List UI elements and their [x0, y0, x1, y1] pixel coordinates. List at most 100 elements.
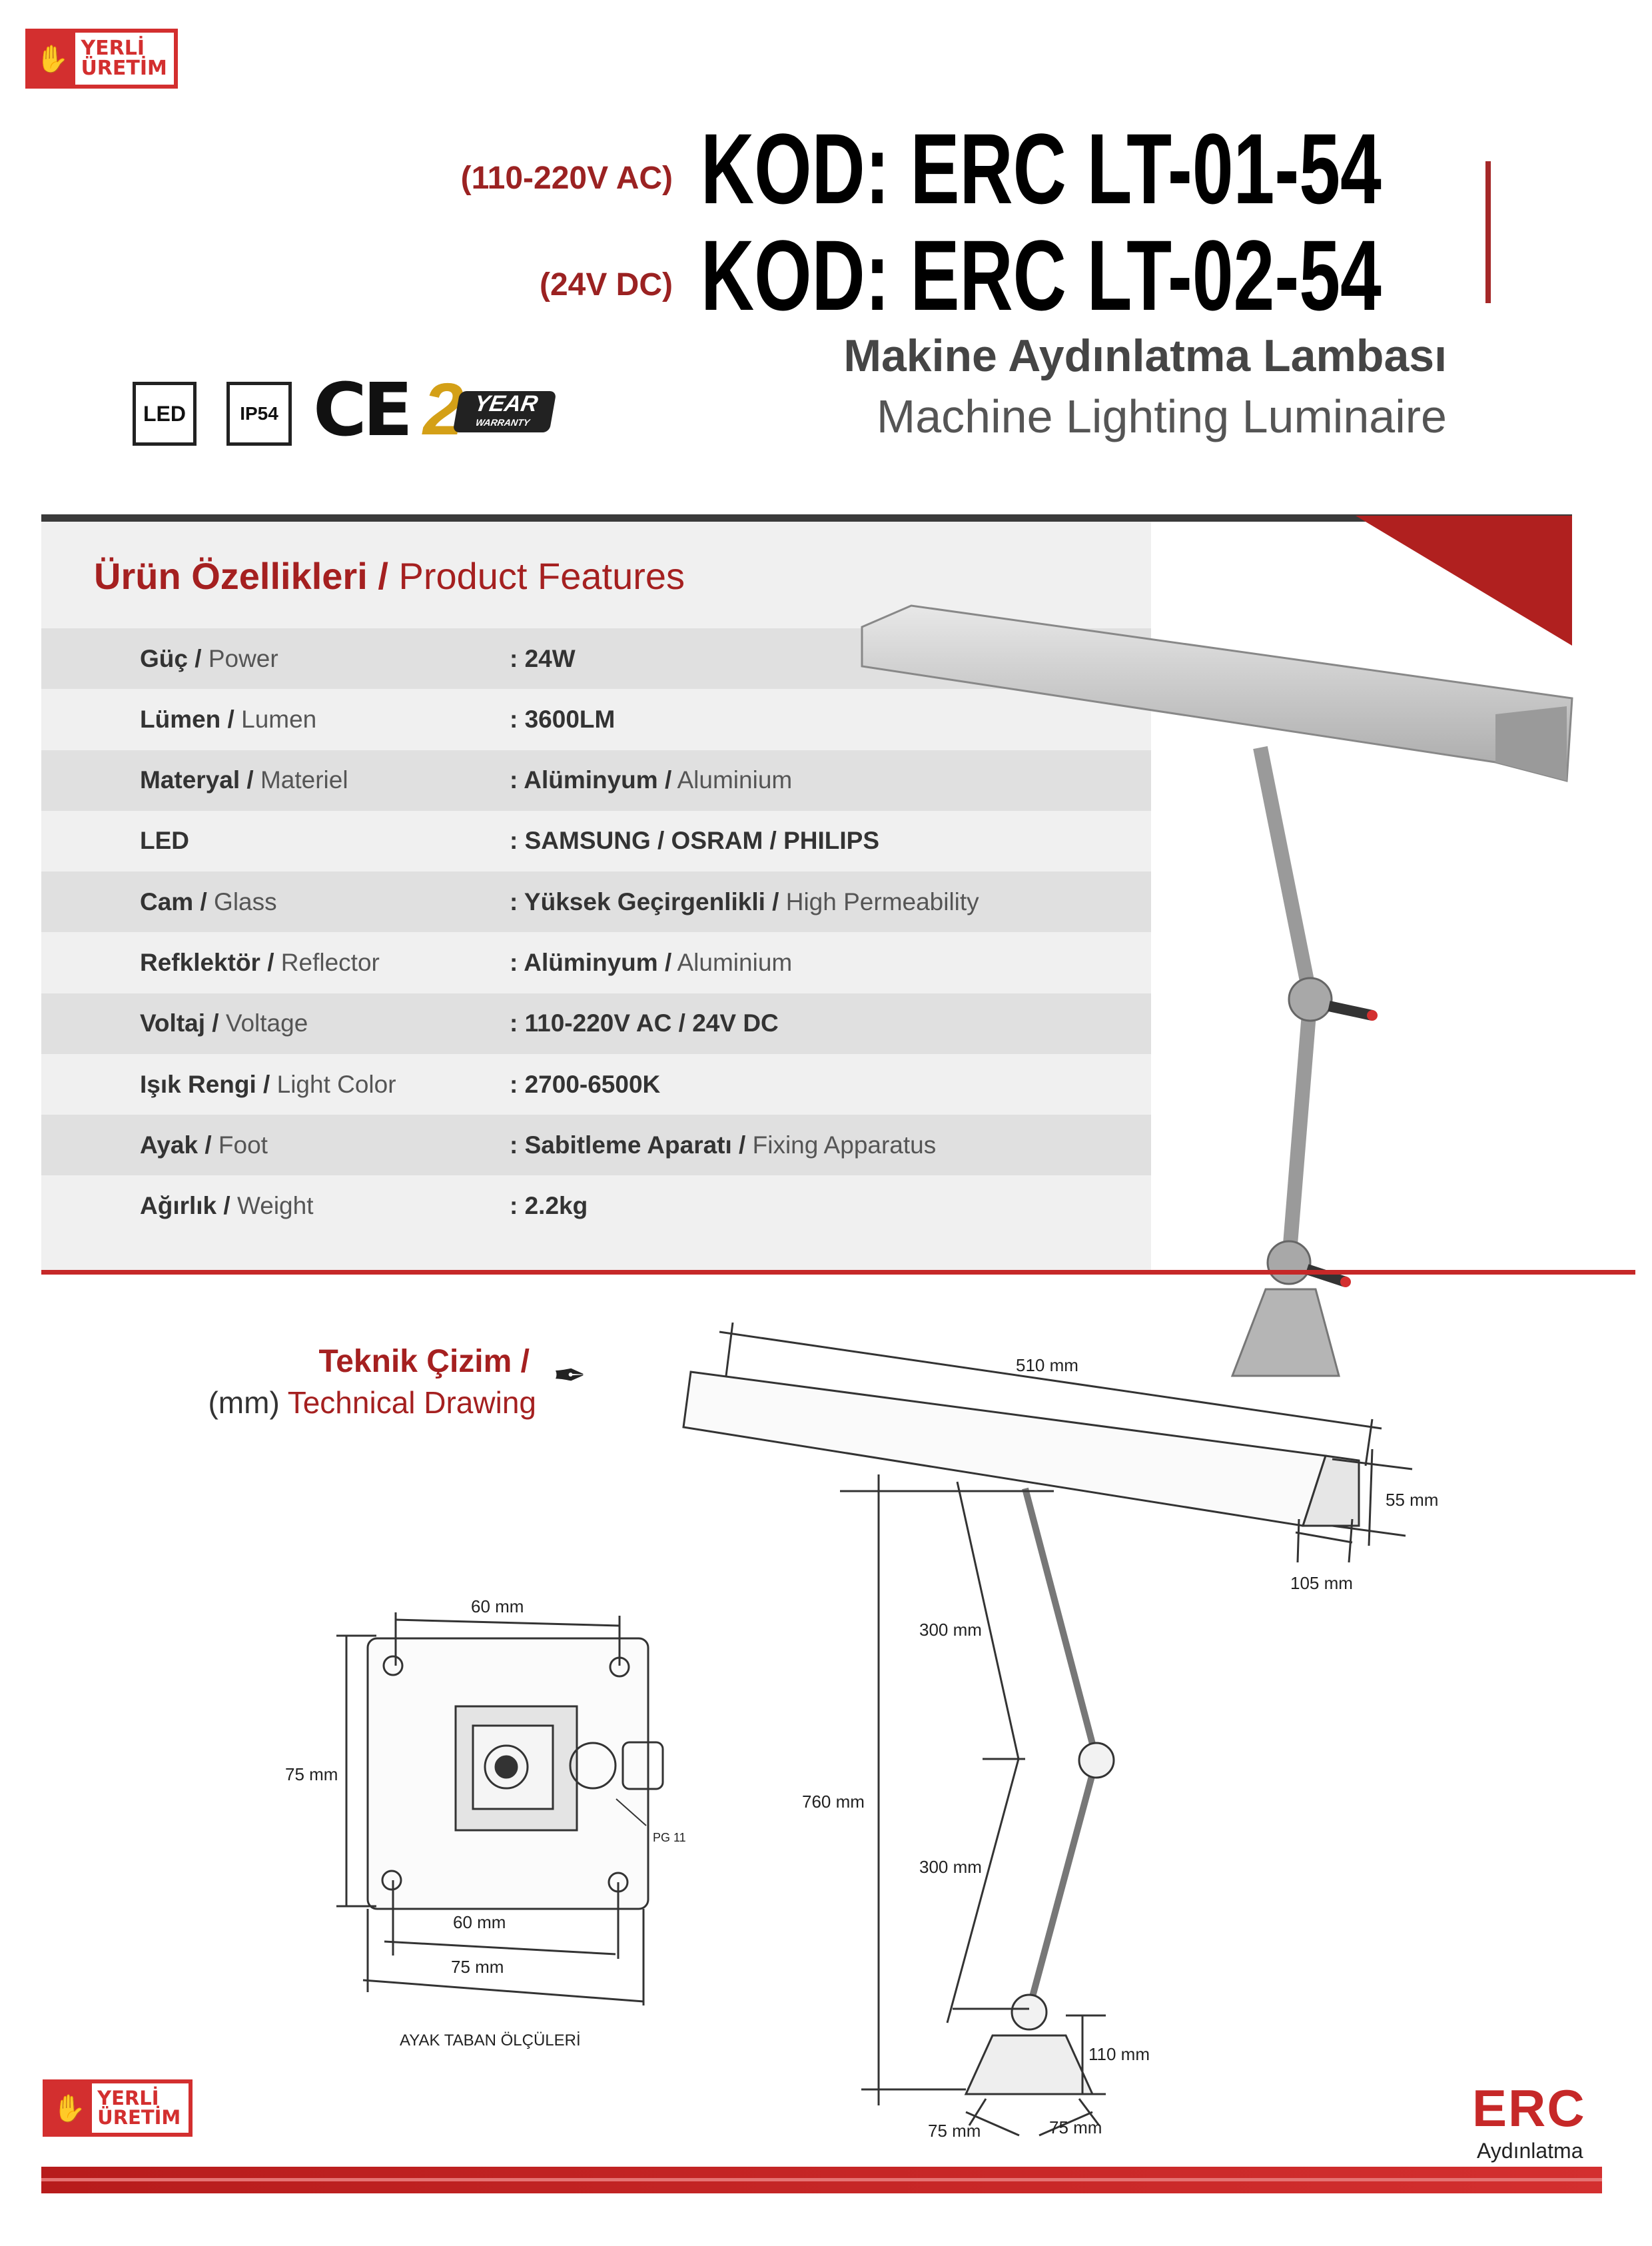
feature-value-tr: : Sabitleme Aparatı / [510, 1131, 746, 1159]
drawing-title-en: (mm) Technical Drawing [208, 1387, 536, 1418]
lamp-base [1230, 1288, 1340, 1377]
feature-label: Cam / Glass [140, 888, 277, 916]
section-bottom-border [41, 1270, 1635, 1275]
feature-value-tr: : Alüminyum / [510, 949, 672, 976]
dim-arm-upper: 300 mm [919, 1620, 982, 1640]
pen-nib-icon: ✒ [553, 1353, 587, 1398]
dim-base-height: 110 mm [1088, 2044, 1150, 2064]
feature-value: : 2700-6500K [510, 1071, 660, 1099]
plate-dim-left: 75 mm [285, 1764, 338, 1784]
plate-gland: PG 11 [653, 1831, 686, 1844]
features-title-tr: Ürün Özellikleri / [94, 555, 388, 597]
feature-value: : 3600LM [510, 706, 615, 734]
logo-line2: ÜRETİM [97, 2106, 181, 2129]
feature-label-tr: Güç / [140, 644, 202, 672]
dim-total-height: 760 mm [802, 1792, 865, 1812]
feature-value: : 110-220V AC / 24V DC [510, 1009, 779, 1037]
ce-mark: CE [313, 367, 413, 452]
yerli-uretim-logo-bottom: ✋ YERLİ ÜRETİM [43, 2079, 193, 2137]
feature-label-en: Materiel [260, 766, 348, 794]
feature-row: LED : SAMSUNG / OSRAM / PHILIPS [41, 811, 1151, 871]
title-tr: Makine Aydınlatma Lambası [843, 330, 1447, 381]
erc-brand: ERC [1472, 2079, 1586, 2137]
feature-value: : Alüminyum / Aluminium [510, 766, 792, 794]
red-corner-triangle [1356, 516, 1572, 646]
drawing-title-en-text: Technical Drawing [287, 1385, 536, 1420]
feature-label-en: Light Color [276, 1070, 396, 1098]
led-badge: LED [133, 382, 197, 446]
handshake-icon: ✋ [47, 2083, 93, 2133]
feature-value-en: Fixing Apparatus [752, 1131, 937, 1159]
lamp-joint [1288, 977, 1333, 1022]
feature-label: Voltaj / Voltage [140, 1009, 308, 1037]
feature-value-tr: : 2.2kg [510, 1192, 588, 1220]
feature-value-en: High Permeability [785, 887, 979, 915]
feature-value-tr: : Yüksek Geçirgenlikli / [510, 887, 779, 915]
feature-row: Ağırlık / Weight : 2.2kg [41, 1176, 1151, 1237]
features-decor [1356, 516, 1572, 646]
footer-bar [41, 2167, 1602, 2193]
feature-label-en: Glass [214, 887, 277, 915]
features-title: Ürün Özellikleri / Product Features [94, 554, 685, 598]
feature-row: Lümen / Lumen : 3600LM [41, 689, 1151, 750]
logo-line2: ÜRETİM [81, 57, 167, 80]
section-top-border [41, 514, 1572, 522]
feature-row: Refklektör / Reflector : Alüminyum / Alum… [41, 933, 1151, 993]
warranty-badge: 2 YEAR WARRANTY [423, 373, 557, 450]
features-title-en: Product Features [398, 555, 685, 597]
drawing-base [964, 2034, 1094, 2095]
feature-label-tr: Refklektör / [140, 949, 274, 976]
yerli-uretim-logo: ✋ YERLİ ÜRETİM [25, 29, 178, 89]
plate-dim-bottom-inner: 60 mm [453, 1912, 506, 1932]
product-code-2: KOD: ERC LT-02-54 [701, 219, 1382, 331]
ip54-badge: IP54 [226, 382, 292, 446]
dim-length: 510 mm [1016, 1355, 1078, 1375]
feature-value: : SAMSUNG / OSRAM / PHILIPS [510, 827, 879, 855]
feature-label-tr: Voltaj / [140, 1009, 219, 1037]
feature-value-tr: : 3600LM [510, 705, 616, 733]
feature-label: Işık Rengi / Light Color [140, 1071, 396, 1099]
feature-value: : Alüminyum / Aluminium [510, 949, 792, 977]
feature-value-tr: : SAMSUNG / OSRAM / PHILIPS [510, 827, 880, 855]
feature-value: : 24W [510, 645, 576, 673]
feature-row: Voltaj / Voltage : 110-220V AC / 24V DC [41, 993, 1151, 1054]
feature-label: LED [140, 827, 189, 855]
feature-label-en: Reflector [280, 949, 380, 976]
logo-line1: YERLİ [81, 37, 145, 60]
feature-label-en: Lumen [241, 705, 317, 733]
feature-label: Ağırlık / Weight [140, 1192, 313, 1220]
feature-label-tr: Lümen / [140, 705, 234, 733]
plate-dim-top: 60 mm [471, 1596, 524, 1616]
feature-label-tr: Ayak / [140, 1131, 212, 1159]
dim-head-width: 105 mm [1290, 1573, 1353, 1593]
dim-arm-lower: 300 mm [919, 1857, 982, 1877]
lamp-arm-upper [1253, 746, 1318, 999]
voltage-ac: (110-220V AC) [460, 161, 673, 196]
plate-dim-bottom-outer: 75 mm [451, 1957, 504, 1977]
dim-base-left: 75 mm [928, 2121, 981, 2141]
feature-label: Güç / Power [140, 645, 278, 673]
drawing-arm-upper [1022, 1487, 1100, 1760]
voltage-dc: (24V DC) [539, 267, 673, 302]
feature-value-en: Aluminium [677, 766, 793, 794]
drawing-title-unit: (mm) [208, 1385, 280, 1420]
feature-value-en: Aluminium [677, 949, 793, 976]
feature-label: Materyal / Materiel [140, 766, 348, 794]
feature-value: : Yüksek Geçirgenlikli / High Permeabili… [510, 888, 979, 916]
feature-value-tr: : 110-220V AC / 24V DC [510, 1009, 779, 1037]
feature-label-tr: Işık Rengi / [140, 1070, 270, 1098]
feature-label-tr: Materyal / [140, 766, 254, 794]
feature-label-tr: Ağırlık / [140, 1192, 230, 1220]
feature-label-en: Voltage [225, 1009, 308, 1037]
feature-row: Cam / Glass : Yüksek Geçirgenlikli / High… [41, 871, 1151, 933]
feature-label-en: Power [208, 644, 278, 672]
feature-label-en: Weight [236, 1192, 314, 1220]
feature-value-tr: : 2700-6500K [510, 1070, 661, 1098]
dim-head-height: 55 mm [1386, 1490, 1438, 1510]
plate-caption: AYAK TABAN ÖLÇÜLERİ [400, 2031, 581, 2049]
feature-label: Refklektör / Reflector [140, 949, 380, 977]
title-en: Machine Lighting Luminaire [876, 390, 1447, 442]
feature-value-tr: : Alüminyum / [510, 766, 672, 794]
feature-label: Lümen / Lumen [140, 706, 316, 734]
divider-vertical [1485, 161, 1491, 303]
